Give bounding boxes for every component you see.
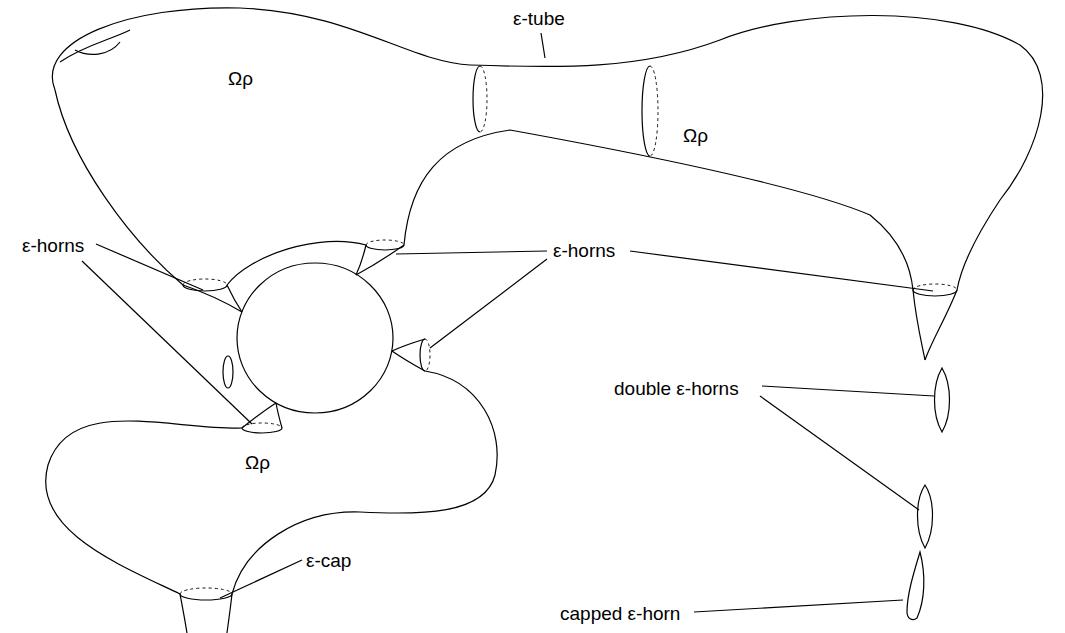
cap-section xyxy=(180,588,232,594)
leader-line xyxy=(630,251,933,291)
handle xyxy=(75,42,120,54)
horn xyxy=(925,290,957,360)
tube-section xyxy=(473,66,480,132)
horn-section xyxy=(366,245,404,250)
outline xyxy=(404,130,913,290)
leader-line xyxy=(220,560,302,598)
outline xyxy=(227,241,366,285)
leader-line xyxy=(430,259,547,348)
outline xyxy=(46,421,242,594)
horn-section xyxy=(420,339,425,371)
tube-section xyxy=(480,66,487,132)
horn xyxy=(227,285,242,312)
region-label: Ωρ xyxy=(683,125,708,147)
handle xyxy=(60,30,130,62)
region-label: ε-horns xyxy=(553,240,615,262)
region-label: capped ε-horn xyxy=(560,603,680,625)
horn-section xyxy=(242,428,282,433)
sphere xyxy=(237,263,393,413)
horn-section xyxy=(425,339,430,371)
leader-line xyxy=(541,33,545,58)
cap xyxy=(226,594,232,633)
region-label: ε-horns xyxy=(22,235,84,257)
tube-section xyxy=(650,66,658,156)
double-horn xyxy=(918,485,933,548)
capped-horn xyxy=(907,552,924,620)
cap-section xyxy=(180,594,232,600)
horn-section xyxy=(242,423,282,428)
leader-line xyxy=(762,386,934,396)
hole xyxy=(223,356,233,388)
horn xyxy=(183,285,242,312)
region-label: ε-cap xyxy=(306,550,351,572)
leader-line xyxy=(96,244,203,290)
leader-line xyxy=(396,251,547,254)
horn-section xyxy=(913,290,957,296)
double-horn xyxy=(935,368,950,432)
outline xyxy=(232,371,497,594)
horn-section xyxy=(366,240,404,245)
horn xyxy=(913,290,925,360)
tube-section xyxy=(642,66,650,156)
region-label: Ωρ xyxy=(228,68,253,90)
leader-line xyxy=(760,396,919,510)
region-label: Ωρ xyxy=(245,452,270,474)
horn xyxy=(356,245,404,275)
leader-line xyxy=(82,261,252,424)
outline xyxy=(52,8,1042,290)
region-label: ε-tube xyxy=(513,8,565,30)
region-label: double ε-horns xyxy=(614,378,739,400)
leader-line xyxy=(694,600,903,612)
horn-section xyxy=(183,285,227,291)
cap xyxy=(180,594,188,633)
